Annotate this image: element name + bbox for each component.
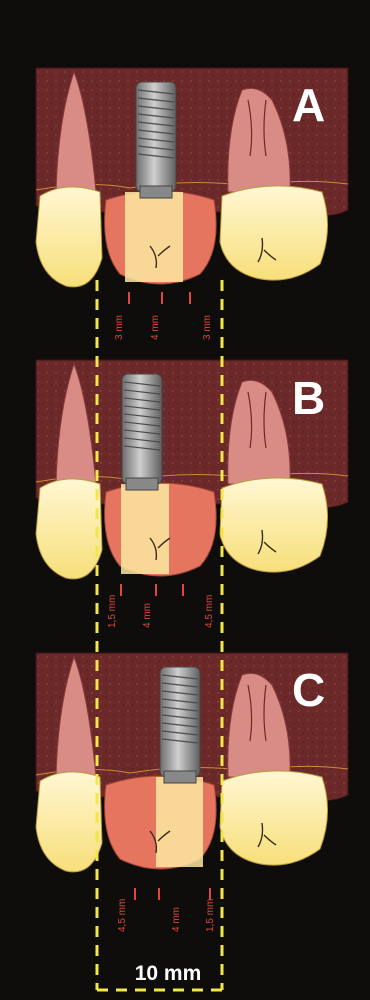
- left-tooth-crown: [36, 187, 102, 287]
- right-tooth-crown: [220, 478, 328, 572]
- left-tooth-crown: [36, 479, 102, 579]
- panel-c-left-dimension: 4,5 mm: [118, 899, 128, 932]
- implant: [160, 667, 200, 783]
- panel-label-b: B: [292, 375, 325, 421]
- implant-axis-band: [125, 192, 183, 282]
- right-tooth-crown: [220, 771, 328, 865]
- implant: [136, 82, 176, 198]
- implant-axis-band: [121, 484, 169, 574]
- implant-abutment: [140, 186, 172, 198]
- panel-b-right-dimension: 4,5 mm: [205, 595, 215, 628]
- panel-a-left-dimension: 3 mm: [115, 315, 125, 340]
- panel-c-right-dimension: 1,5 mm: [206, 899, 216, 932]
- panel-b-left-dimension: 1,5 mm: [108, 595, 118, 628]
- total-width-label: 10 mm: [108, 962, 228, 986]
- panel-a-right-dimension: 3 mm: [203, 315, 213, 340]
- implant-axis-band: [156, 777, 203, 867]
- right-tooth-crown: [220, 186, 328, 280]
- panel-label-a: A: [292, 82, 325, 128]
- implant-abutment: [164, 771, 196, 783]
- implant: [122, 374, 162, 490]
- implant-abutment: [126, 478, 158, 490]
- left-tooth-crown: [36, 772, 102, 872]
- panel-c-center-dimension: 4 mm: [172, 907, 182, 932]
- panel-a-center-dimension: 4 mm: [151, 315, 161, 340]
- panel-label-c: C: [292, 667, 325, 713]
- panel-b-center-dimension: 4 mm: [143, 603, 153, 628]
